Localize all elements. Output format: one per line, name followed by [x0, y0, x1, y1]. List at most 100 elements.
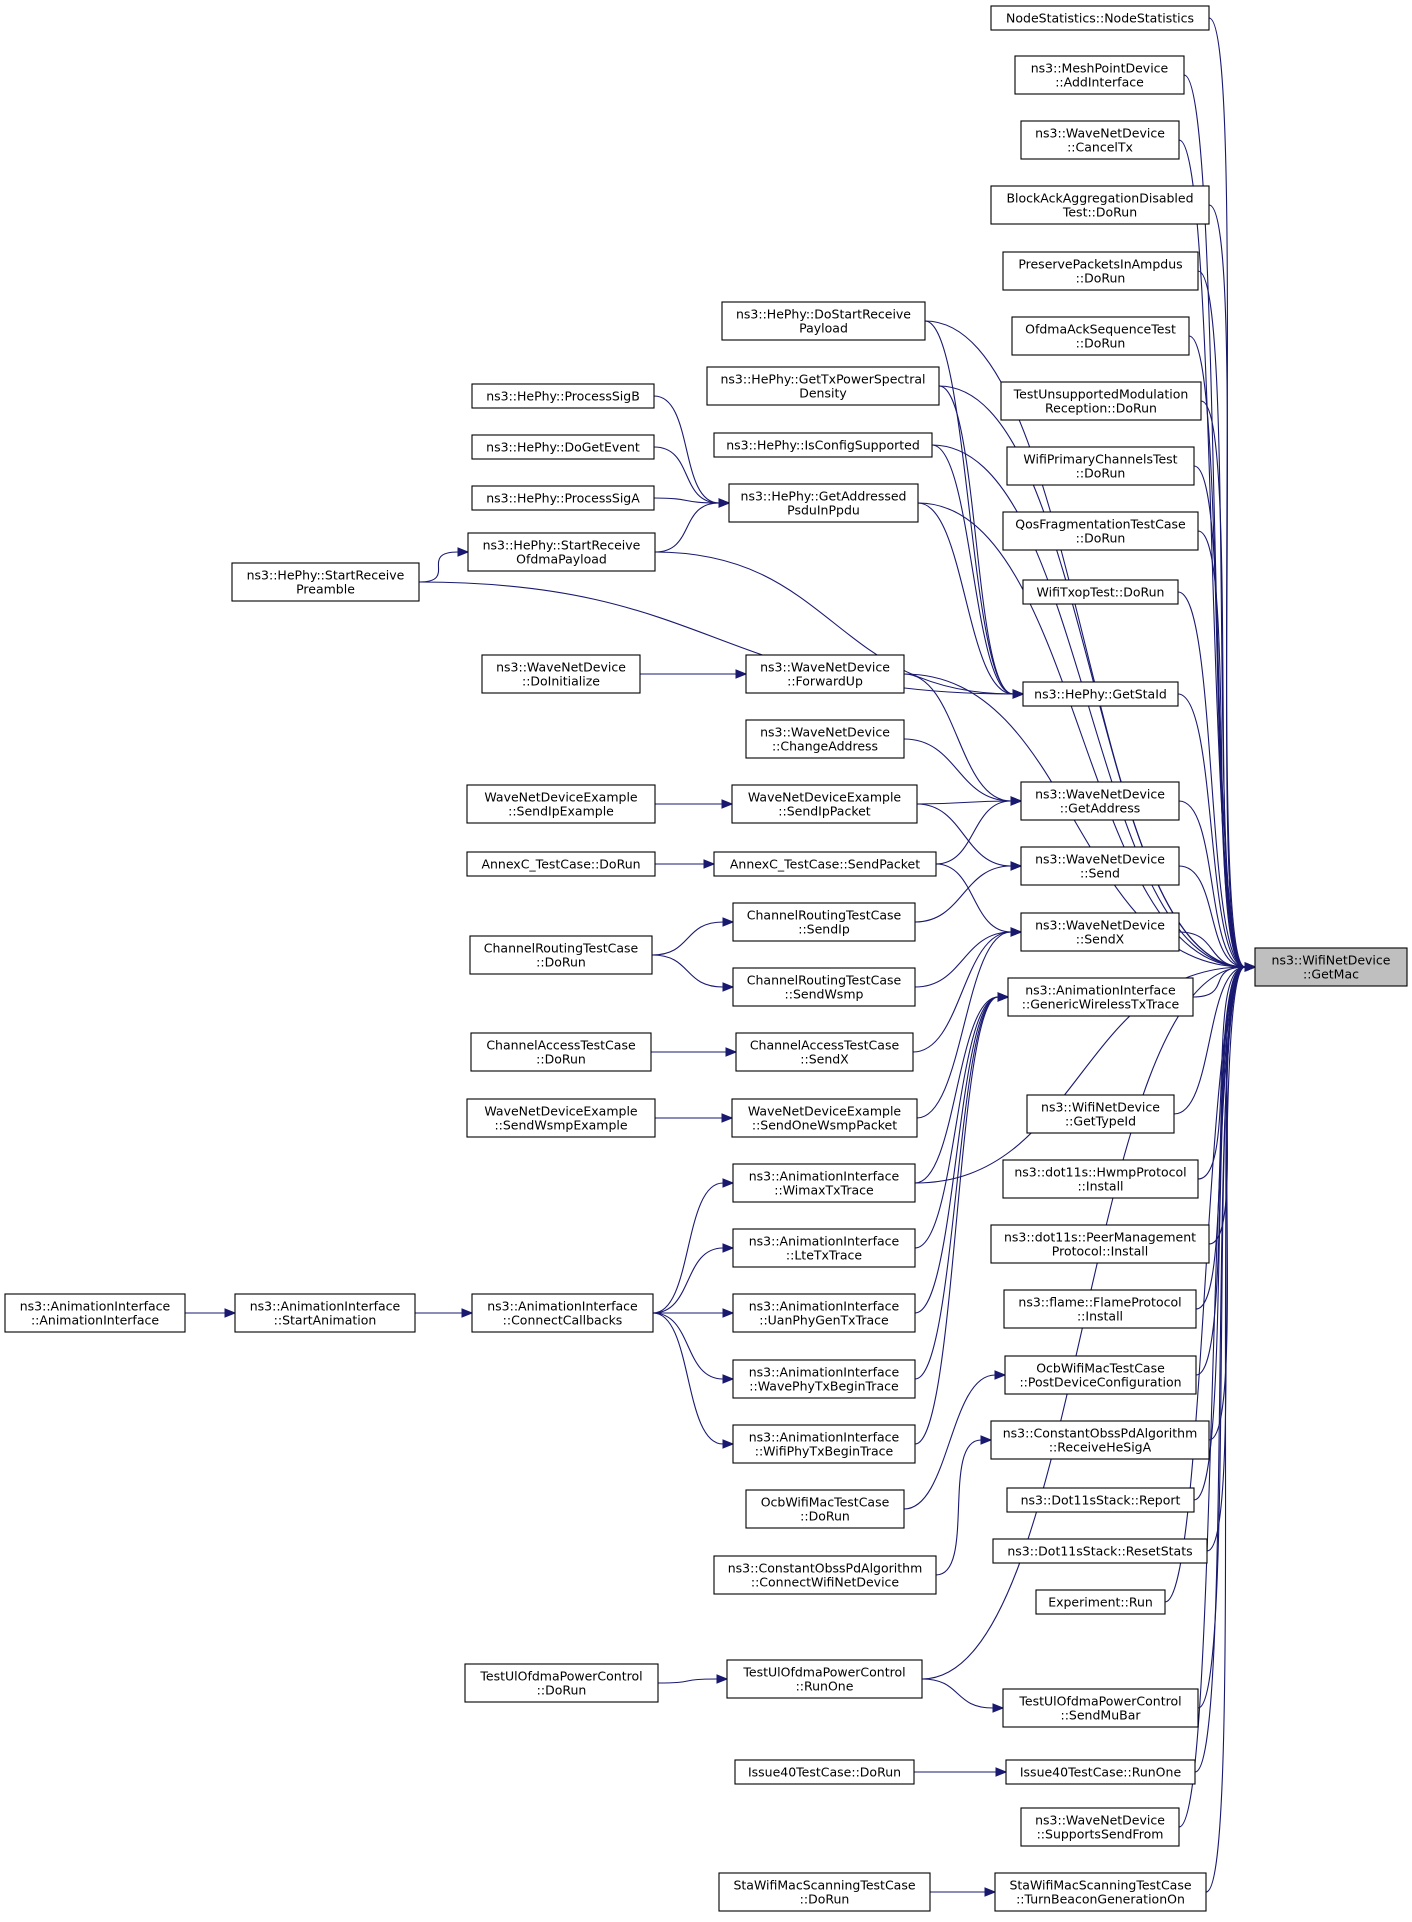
node-wave-forward-up[interactable]: ns3::WaveNetDevice::ForwardUp	[745, 654, 905, 694]
node-label-line: StaWifiMacScanningTestCase	[1009, 1878, 1191, 1893]
node-box	[713, 1555, 937, 1595]
node-channel-access-sendx[interactable]: ChannelAccessTestCase::SendX	[735, 1032, 914, 1072]
node-box	[470, 1032, 652, 1072]
node-label-line: Issue40TestCase::DoRun	[748, 1765, 901, 1780]
node-target[interactable]: ns3::WifiNetDevice::GetMac	[1254, 947, 1408, 987]
node-box	[1011, 316, 1190, 356]
node-label-line: ::GetMac	[1303, 967, 1359, 982]
edge-hephy-get-addressed-to-target	[917, 502, 1246, 968]
node-wifi-primary-channels[interactable]: WifiPrimaryChannelsTest::DoRun	[1006, 446, 1195, 486]
node-hephy-get-sta-id[interactable]: ns3::HePhy::GetStaId	[1022, 681, 1179, 707]
edge-sta-turn-beacon-to-target	[1205, 966, 1246, 1893]
edge-hephy-get-tx-power-to-target	[938, 385, 1246, 968]
node-label-line: PsduInPpdu	[787, 503, 860, 518]
node-box	[1002, 1159, 1199, 1199]
node-experiment-run[interactable]: Experiment::Run	[1035, 1589, 1166, 1615]
node-peer-mgmt-install[interactable]: ns3::dot11s::PeerManagementProtocol::Ins…	[990, 1224, 1210, 1264]
edge-channel-routing-send-ip-to-wave-send	[914, 865, 1012, 923]
node-wave-example-send-wsmp-example[interactable]: WaveNetDeviceExample::SendWsmpExample	[466, 1098, 656, 1138]
edge-block-ack-agg-to-target	[1208, 204, 1246, 968]
node-wave-change-address[interactable]: ns3::WaveNetDevice::ChangeAddress	[745, 719, 905, 759]
node-hephy-process-sig-b[interactable]: ns3::HePhy::ProcessSigB	[471, 383, 655, 409]
node-ul-ofdma-run-one[interactable]: TestUlOfdmaPowerControl::RunOne	[726, 1659, 923, 1699]
node-label-line: TestUnsupportedModulation	[1013, 387, 1189, 402]
node-anim-uan-phy[interactable]: ns3::AnimationInterface::UanPhyGenTxTrac…	[732, 1293, 916, 1333]
node-test-unsupported-mod[interactable]: TestUnsupportedModulationReception::DoRu…	[1000, 381, 1202, 421]
node-wave-get-address[interactable]: ns3::WaveNetDevice::GetAddress	[1020, 781, 1180, 821]
node-label-line: OcbWifiMacTestCase	[1036, 1361, 1165, 1376]
node-channel-routing-send-ip[interactable]: ChannelRoutingTestCase::SendIp	[732, 902, 916, 942]
node-anim-wifi-phy[interactable]: ns3::AnimationInterface::WifiPhyTxBeginT…	[732, 1424, 916, 1464]
node-hephy-process-sig-a[interactable]: ns3::HePhy::ProcessSigA	[471, 485, 655, 511]
node-ul-ofdma-do-run[interactable]: TestUlOfdmaPowerControl::DoRun	[464, 1663, 659, 1703]
node-wave-sendx[interactable]: ns3::WaveNetDevice::SendX	[1020, 912, 1180, 952]
node-label-line: ::ReceiveHeSigA	[1049, 1440, 1152, 1455]
node-wave-supports-send-from[interactable]: ns3::WaveNetDevice::SupportsSendFrom	[1020, 1807, 1180, 1847]
node-wave-example-send-ip-packet[interactable]: WaveNetDeviceExample::SendIpPacket	[731, 784, 918, 824]
node-annexc-do-run[interactable]: AnnexC_TestCase::DoRun	[466, 851, 656, 877]
node-box	[234, 1293, 416, 1333]
node-wave-example-send-one-wsmp[interactable]: WaveNetDeviceExample::SendOneWsmpPacket	[731, 1098, 918, 1138]
node-anim-generic-wireless[interactable]: ns3::AnimationInterface::GenericWireless…	[1007, 977, 1194, 1017]
node-mesh-add-interface[interactable]: ns3::MeshPointDevice::AddInterface	[1014, 55, 1185, 95]
node-wave-example-send-ip-example[interactable]: WaveNetDeviceExample::SendIpExample	[466, 784, 656, 824]
node-box	[706, 366, 940, 406]
node-channel-routing-do-run[interactable]: ChannelRoutingTestCase::DoRun	[469, 935, 653, 975]
node-node-statistics[interactable]: NodeStatistics::NodeStatistics	[990, 5, 1210, 31]
edge-hephy-start-receive-ofdma-to-hephy-get-sta-id	[654, 551, 1014, 695]
node-constant-obss-receive[interactable]: ns3::ConstantObssPdAlgorithm::ReceiveHeS…	[990, 1420, 1210, 1460]
node-ocb-do-run[interactable]: OcbWifiMacTestCase::DoRun	[745, 1489, 905, 1529]
node-sta-do-run[interactable]: StaWifiMacScanningTestCase::DoRun	[718, 1872, 931, 1912]
node-wave-send[interactable]: ns3::WaveNetDevice::Send	[1020, 846, 1180, 886]
node-dot11s-reset-stats[interactable]: ns3::Dot11sStack::ResetStats	[992, 1538, 1208, 1564]
node-wifi-get-type-id[interactable]: ns3::WifiNetDevice::GetTypeId	[1026, 1094, 1175, 1134]
node-box	[1000, 381, 1202, 421]
node-constant-obss-connect[interactable]: ns3::ConstantObssPdAlgorithm::ConnectWif…	[713, 1555, 937, 1595]
node-anim-wimax-tx[interactable]: ns3::AnimationInterface::WimaxTxTrace	[732, 1163, 916, 1203]
node-box	[1020, 912, 1180, 952]
node-channel-access-do-run[interactable]: ChannelAccessTestCase::DoRun	[470, 1032, 652, 1072]
node-hephy-do-get-event[interactable]: ns3::HePhy::DoGetEvent	[471, 434, 655, 460]
node-label-line: ns3::WaveNetDevice	[1035, 918, 1165, 933]
arrowhead-icon	[716, 1674, 729, 1684]
node-dot11s-report[interactable]: ns3::Dot11sStack::Report	[1006, 1487, 1195, 1513]
node-label-line: ::TurnBeaconGenerationOn	[1016, 1892, 1185, 1907]
node-anim-lte-tx[interactable]: ns3::AnimationInterface::LteTxTrace	[732, 1228, 916, 1268]
node-channel-routing-send-wsmp[interactable]: ChannelRoutingTestCase::SendWsmp	[732, 967, 916, 1007]
node-box	[713, 851, 937, 877]
node-label-line: WaveNetDeviceExample	[748, 1104, 902, 1119]
node-ofdma-ack-seq[interactable]: OfdmaAckSequenceTest::DoRun	[1011, 316, 1190, 356]
node-anim-wave-phy[interactable]: ns3::AnimationInterface::WavePhyTxBeginT…	[732, 1359, 916, 1399]
node-ocb-post-device-config[interactable]: OcbWifiMacTestCase::PostDeviceConfigurat…	[1004, 1355, 1197, 1395]
node-wave-do-initialize[interactable]: ns3::WaveNetDevice::DoInitialize	[481, 654, 641, 694]
node-qos-fragmentation[interactable]: QosFragmentationTestCase::DoRun	[1002, 511, 1199, 551]
node-anim-ctor[interactable]: ns3::AnimationInterface::AnimationInterf…	[4, 1293, 186, 1333]
edge-hwmp-install-to-target	[1197, 966, 1246, 1180]
node-wave-cancel-tx[interactable]: ns3::WaveNetDevice::CancelTx	[1020, 120, 1180, 160]
node-annexc-send-packet[interactable]: AnnexC_TestCase::SendPacket	[713, 851, 937, 877]
node-wifi-txop-test[interactable]: WifiTxopTest::DoRun	[1022, 579, 1179, 605]
node-anim-start-animation[interactable]: ns3::AnimationInterface::StartAnimation	[234, 1293, 416, 1333]
node-issue40-run-one[interactable]: Issue40TestCase::RunOne	[1005, 1759, 1196, 1785]
node-preserve-packets[interactable]: PreservePacketsInAmpdus::DoRun	[1002, 251, 1199, 291]
node-hephy-is-config[interactable]: ns3::HePhy::IsConfigSupported	[713, 432, 933, 458]
node-label-line: WifiPrimaryChannelsTest	[1023, 452, 1177, 467]
node-anim-connect-callbacks[interactable]: ns3::AnimationInterface::ConnectCallback…	[471, 1293, 654, 1333]
node-box	[731, 1098, 918, 1138]
node-box	[1035, 1589, 1166, 1615]
node-label-line: ns3::WaveNetDevice	[760, 725, 890, 740]
arrowhead-icon	[980, 1435, 993, 1445]
node-sta-turn-beacon[interactable]: StaWifiMacScanningTestCase::TurnBeaconGe…	[994, 1872, 1207, 1912]
node-flame-install[interactable]: ns3::flame::FlameProtocol::Install	[1003, 1289, 1197, 1329]
node-label-line: ::StartAnimation	[274, 1313, 377, 1328]
edge-wave-example-send-ip-packet-to-wave-get-address	[916, 800, 1012, 805]
node-hwmp-install[interactable]: ns3::dot11s::HwmpProtocol::Install	[1002, 1159, 1199, 1199]
node-issue40-do-run[interactable]: Issue40TestCase::DoRun	[734, 1759, 915, 1785]
node-ul-ofdma-send-mu-bar[interactable]: TestUlOfdmaPowerControl::SendMuBar	[1002, 1688, 1199, 1728]
